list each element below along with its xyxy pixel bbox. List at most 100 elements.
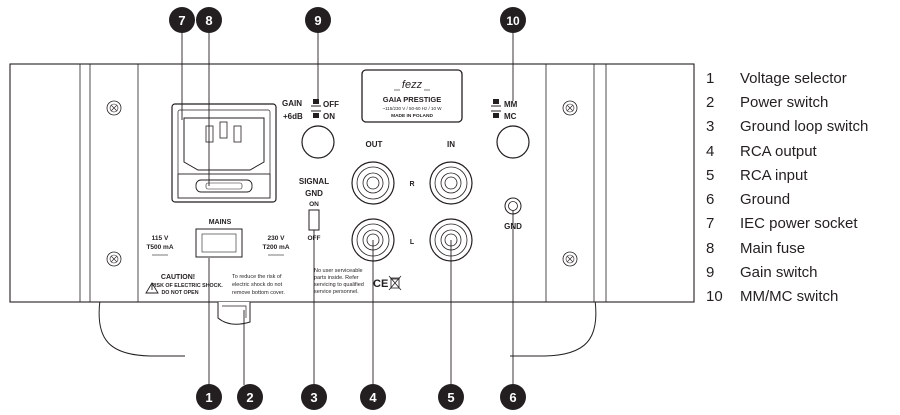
rca-in-label: IN xyxy=(447,140,455,149)
legend-item: 1 Voltage selector xyxy=(706,66,868,90)
warning-triangle-icon xyxy=(145,282,159,294)
mc-icon xyxy=(491,110,501,118)
mc-label: MC xyxy=(504,112,517,121)
legend-item: 7 IEC power socket xyxy=(706,212,868,236)
rca-out-label: OUT xyxy=(366,140,383,149)
svg-text:1: 1 xyxy=(205,390,212,405)
signal-gnd-label: GND xyxy=(305,189,323,198)
voltage-230-label: 230 V xyxy=(268,235,286,242)
brand-logo: fezz xyxy=(402,79,423,91)
signal-on-label: ON xyxy=(309,201,319,208)
legend-item-number: 9 xyxy=(706,264,715,282)
legend-item-number: 3 xyxy=(706,118,715,136)
callout-6: 6 xyxy=(500,384,526,410)
callout-8: 8 xyxy=(196,7,222,33)
reduce-risk-line-3: remove bottom cover. xyxy=(232,290,285,296)
origin-label: MADE IN POLAND xyxy=(391,113,433,119)
signal-label: SIGNAL xyxy=(299,177,329,186)
callout-4: 4 xyxy=(360,384,386,410)
callout-1: 1 xyxy=(196,384,222,410)
legend-item-label: RCA input xyxy=(740,166,808,184)
mains-label: MAINS xyxy=(209,219,232,226)
power-switch[interactable] xyxy=(217,302,251,325)
legend-item-label: Ground xyxy=(740,191,791,209)
rca-input-right[interactable] xyxy=(429,161,473,205)
svg-text:9: 9 xyxy=(314,13,321,28)
screw-top-right xyxy=(562,100,578,116)
legend-item-label: Main fuse xyxy=(740,239,806,257)
caution-line-1: RISK OF ELECTRIC SHOCK. xyxy=(151,283,223,289)
callout-lines xyxy=(181,32,514,385)
callout-3: 3 xyxy=(301,384,327,410)
mm-mc-switch[interactable] xyxy=(496,125,530,159)
gain-switch[interactable] xyxy=(301,125,335,159)
rear-panel-diagram: MAINS 115 V T500 mA 230 V T200 mA CAUTIO… xyxy=(9,7,695,410)
model-name: GAIA PRESTIGE xyxy=(383,95,441,104)
svg-text:3: 3 xyxy=(310,390,317,405)
svg-text:2: 2 xyxy=(246,390,253,405)
svg-text:10: 10 xyxy=(506,14,520,28)
right-foot xyxy=(510,299,597,357)
gain-on-icon xyxy=(311,110,321,118)
power-spec: ~115/230 V / 50-60 Hz / 10 W xyxy=(382,106,442,111)
gain-off-icon xyxy=(311,99,321,107)
svg-text:4: 4 xyxy=(369,390,377,405)
mm-icon xyxy=(491,99,501,107)
weee-bin-icon xyxy=(388,275,402,291)
gain-label: GAIN xyxy=(282,99,302,108)
legend-item-number: 6 xyxy=(706,191,715,209)
left-channel-label: L xyxy=(410,239,415,246)
legend-item-label: Voltage selector xyxy=(740,69,847,87)
fuse-115-label: T500 mA xyxy=(146,244,173,251)
main-fuse xyxy=(177,173,271,199)
service-line-3: servicing to qualified xyxy=(314,282,364,288)
legend-item: 5 RCA input xyxy=(706,163,868,187)
svg-text:7: 7 xyxy=(178,13,185,28)
legend-item-number: 1 xyxy=(706,69,715,87)
caution-line-2: DO NOT OPEN xyxy=(161,290,198,296)
legend-item: 8 Main fuse xyxy=(706,236,868,260)
screw-top-left xyxy=(106,100,122,116)
svg-text:5: 5 xyxy=(447,390,454,405)
brand-plate xyxy=(361,69,463,123)
legend-item-label: Power switch xyxy=(740,93,829,111)
legend-item-label: MM/MC switch xyxy=(740,288,839,306)
fuse-230-label: T200 mA xyxy=(262,244,289,251)
legend-item: 9 Gain switch xyxy=(706,260,868,284)
legend-item-label: RCA output xyxy=(740,142,817,160)
legend-item: 3 Ground loop switch xyxy=(706,115,868,139)
reduce-risk-line-1: To reduce the risk of xyxy=(232,274,282,280)
caution-title: CAUTION! xyxy=(161,274,195,281)
callout-9: 9 xyxy=(305,7,331,33)
legend-item: 6 Ground xyxy=(706,187,868,211)
screw-bottom-right xyxy=(562,251,578,267)
legend-item-number: 7 xyxy=(706,215,715,233)
legend-item-number: 2 xyxy=(706,93,715,111)
left-foot xyxy=(98,299,185,357)
callout-2: 2 xyxy=(237,384,263,410)
callout-7: 7 xyxy=(169,7,195,33)
voltage-selector[interactable] xyxy=(195,228,243,258)
legend-item-label: Ground loop switch xyxy=(740,118,869,136)
legend-item-label: Gain switch xyxy=(740,264,818,282)
gain-value-label: +6dB xyxy=(283,112,303,121)
legend-item: 2 Power switch xyxy=(706,90,868,114)
legend-item-label: IEC power socket xyxy=(740,215,858,233)
voltage-115-label: 115 V xyxy=(152,235,169,242)
legend: 1 Voltage selector 2 Power switch 3 Ground … xyxy=(706,66,868,309)
rca-output-right[interactable] xyxy=(351,161,395,205)
screw-bottom-left xyxy=(106,251,122,267)
service-line-2: parts inside. Refer xyxy=(314,275,359,281)
service-line-1: No user serviceable xyxy=(314,268,363,274)
reduce-risk-line-2: electric shock do not xyxy=(232,282,283,288)
gain-on-label: ON xyxy=(323,112,335,121)
service-line-4: service personnel. xyxy=(314,289,359,295)
legend-item-number: 5 xyxy=(706,166,715,184)
ce-mark: CE xyxy=(373,278,388,290)
svg-text:8: 8 xyxy=(205,13,212,28)
ground-loop-switch[interactable] xyxy=(308,209,320,231)
right-channel-label: R xyxy=(409,181,414,188)
legend-item-number: 8 xyxy=(706,239,715,257)
